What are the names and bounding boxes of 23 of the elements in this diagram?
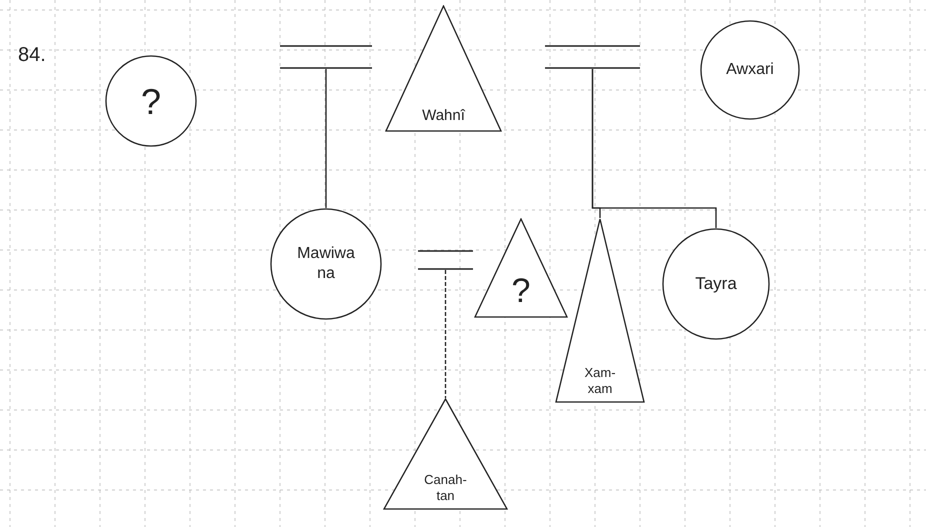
chart-number: 84. [18,43,46,68]
descent-line [325,69,327,208]
descent-line [444,270,446,398]
female-circle [700,20,800,120]
marriage-symbol [280,45,372,69]
descent-line [592,69,717,228]
marriage-symbol [418,250,473,270]
male-triangle [555,218,645,403]
male-triangle [474,218,568,318]
male-triangle [385,5,502,132]
name-label: Tayra [695,273,737,295]
name-label: Xam- xam [583,364,617,397]
male-triangle [383,398,508,510]
female-circle [105,55,197,147]
name-label: Mawiwa na [296,244,356,284]
female-circle [270,208,382,320]
name-label: ? [512,270,530,312]
name-label: ? [140,80,162,124]
name-label: Awxari [726,60,774,80]
marriage-symbol [545,45,640,69]
female-circle [662,228,770,340]
name-label: Wahnî [422,107,465,126]
name-label: Canah- tan [423,472,468,504]
